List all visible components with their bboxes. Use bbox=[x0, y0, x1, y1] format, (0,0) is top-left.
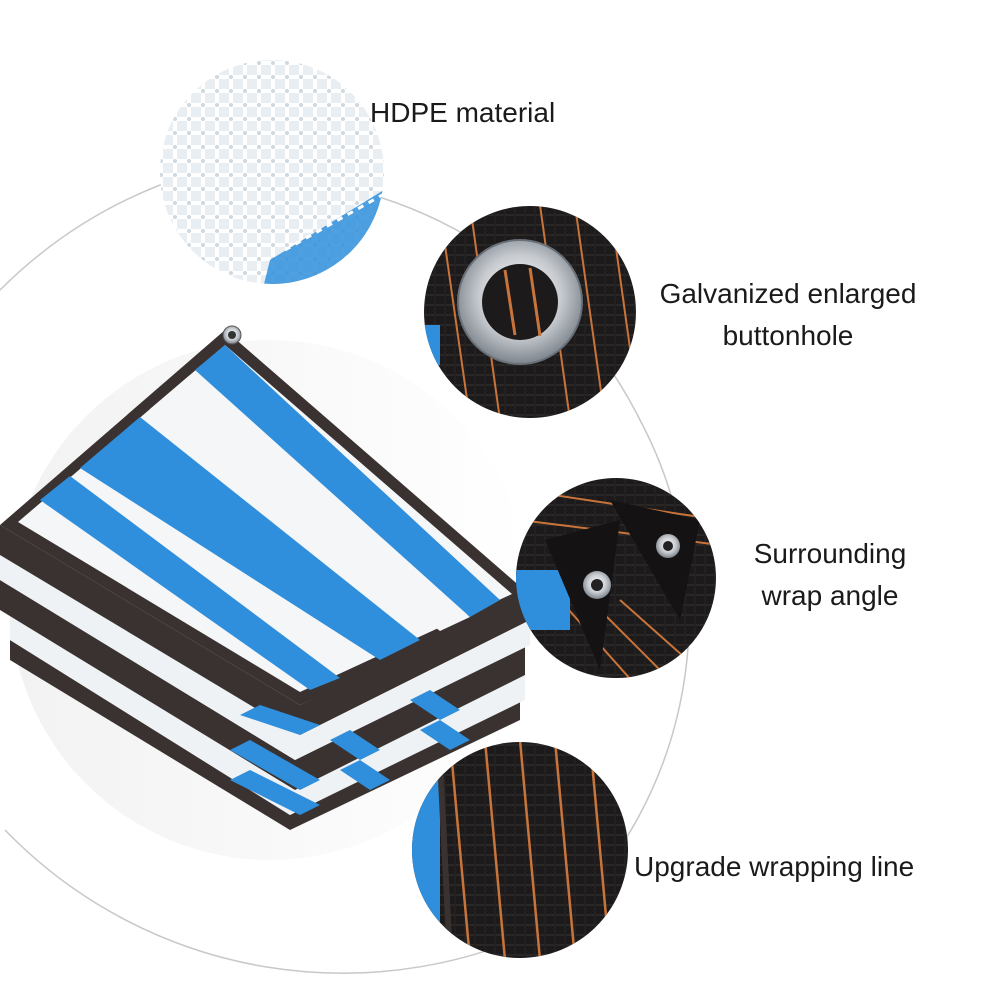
wrap-angle-label: Surrounding wrap angle bbox=[730, 533, 930, 617]
connector-arc-left bbox=[0, 184, 161, 291]
stitch-closeup bbox=[412, 742, 628, 958]
label-line: Galvanized enlarged bbox=[659, 278, 917, 309]
grommet-label: Galvanized enlarged buttonhole bbox=[638, 273, 938, 357]
label-line: Surrounding bbox=[753, 538, 907, 569]
corner-closeup bbox=[516, 478, 716, 678]
label-line: buttonhole bbox=[722, 320, 854, 351]
folded-layers bbox=[0, 525, 530, 830]
wrapping-line-label: Upgrade wrapping line bbox=[634, 846, 914, 888]
shade-net-product bbox=[0, 325, 530, 830]
label-line: Upgrade wrapping line bbox=[634, 851, 915, 882]
grommet-closeup bbox=[424, 206, 636, 418]
hdpe-material-label: HDPE material bbox=[370, 92, 555, 134]
top-sheet-stripes bbox=[18, 345, 512, 692]
label-line: HDPE material bbox=[370, 97, 556, 128]
mesh-closeup bbox=[160, 60, 384, 284]
label-line: wrap angle bbox=[761, 580, 899, 611]
edge-stripes bbox=[230, 690, 470, 815]
